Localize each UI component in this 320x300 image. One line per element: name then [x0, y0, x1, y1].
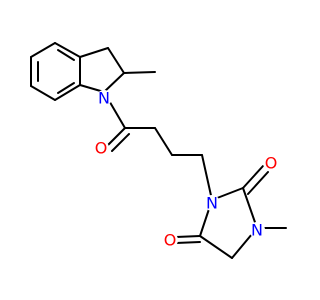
bond	[123, 71, 156, 74]
bond	[107, 47, 125, 74]
atom-label: N	[251, 221, 263, 240]
atom-o-c2: O	[263, 154, 279, 173]
atom-label: O	[95, 139, 108, 158]
atom-n3-hydantoin: N	[204, 194, 220, 213]
bond	[57, 82, 75, 94]
bond	[242, 165, 264, 189]
bond	[247, 171, 269, 195]
bond	[175, 241, 201, 244]
bond	[154, 127, 173, 156]
bond	[30, 42, 56, 58]
molecule-drawing: N O N O O N	[30, 42, 287, 259]
bond	[103, 72, 125, 93]
bond	[79, 84, 105, 93]
atom-label: N	[206, 194, 218, 213]
bond	[54, 84, 81, 101]
bond	[242, 187, 258, 229]
atom-o-c4: O	[162, 231, 178, 250]
bond	[30, 85, 56, 101]
atom-n-indoline: N	[96, 89, 112, 108]
atom-n1-hydantoin: N	[249, 221, 265, 240]
bond	[57, 49, 75, 61]
atom-labels: N O N O O N	[93, 89, 279, 250]
atom-label: O	[164, 231, 177, 250]
atom-label: O	[265, 154, 278, 173]
structure-diagram: N O N O O N	[30, 42, 287, 259]
bond	[199, 235, 233, 259]
bond	[175, 235, 201, 238]
bond	[111, 133, 130, 152]
atom-o-amide: O	[93, 139, 109, 158]
bonds-group	[30, 42, 287, 259]
bond	[79, 47, 109, 58]
atom-label: N	[98, 89, 110, 108]
bond	[54, 42, 81, 58]
bond	[201, 154, 213, 201]
bond	[107, 127, 126, 146]
